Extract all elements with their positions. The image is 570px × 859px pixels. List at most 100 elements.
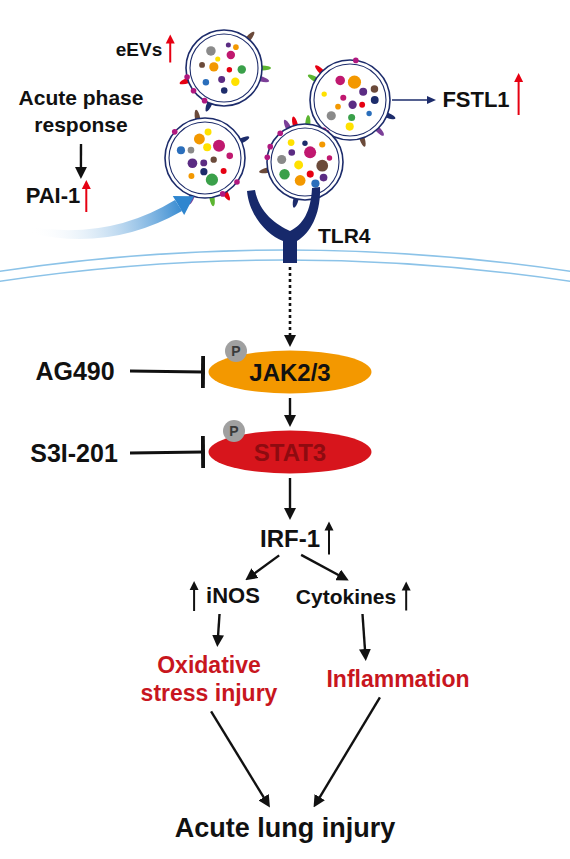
node-text: Inflammation bbox=[326, 665, 469, 693]
leader-arrow-head bbox=[427, 96, 436, 104]
cargo-dot bbox=[188, 158, 198, 168]
vesicle-label: eEVs bbox=[114, 36, 164, 62]
cargo-dot bbox=[203, 79, 209, 85]
node-text: eEVs bbox=[116, 38, 162, 61]
vesicle-membrane bbox=[190, 34, 258, 102]
cargo-dot bbox=[238, 65, 246, 73]
cargo-dot bbox=[335, 76, 345, 86]
cargo-dot bbox=[233, 44, 239, 50]
cargo-dot bbox=[231, 78, 239, 86]
vesicle-membrane bbox=[314, 64, 386, 136]
surface-dot bbox=[277, 130, 283, 136]
cargo-dot bbox=[302, 141, 307, 146]
inhibition-connector bbox=[130, 370, 203, 374]
receptor: TLR4 bbox=[245, 185, 380, 263]
cargo-dot bbox=[307, 171, 314, 178]
increase-arrow-shaft bbox=[85, 187, 87, 212]
node-text: S3I-201 bbox=[30, 438, 118, 468]
circle-fill bbox=[225, 340, 247, 362]
node-text: Acute phase response bbox=[5, 84, 157, 138]
arrow-connector bbox=[317, 697, 380, 802]
vesicle bbox=[259, 115, 343, 208]
arrow-connector bbox=[218, 614, 220, 641]
cargo-dot bbox=[335, 104, 341, 110]
cargo-dot bbox=[319, 141, 325, 147]
arrow-connector bbox=[301, 555, 343, 578]
cargo-dot bbox=[177, 146, 185, 154]
surface-dot bbox=[267, 144, 273, 150]
node-text: AG490 bbox=[35, 356, 114, 386]
cargo-dot bbox=[188, 173, 194, 179]
factor-label: IRF-1 bbox=[252, 523, 328, 553]
cargo-dot bbox=[209, 62, 218, 71]
cargo-dot bbox=[226, 42, 231, 47]
vesicle-membrane bbox=[169, 122, 241, 194]
increase-arrow bbox=[325, 522, 334, 555]
cargo-dot bbox=[327, 155, 332, 160]
arrow-connector bbox=[289, 267, 292, 341]
cargo-dot bbox=[346, 123, 354, 131]
outcome-label: Inflammation bbox=[318, 664, 478, 694]
vesicle-membrane bbox=[165, 118, 245, 198]
cargo-dot bbox=[188, 147, 195, 154]
surface-dot bbox=[220, 191, 226, 197]
transcription-factor-ellipse: STAT3P bbox=[208, 430, 372, 474]
enzyme-label: iNOS bbox=[200, 582, 266, 610]
cargo-dot bbox=[311, 180, 319, 188]
release-arrow-head bbox=[173, 196, 194, 215]
cargo-dot bbox=[304, 146, 316, 158]
increase-arrow-shaft bbox=[328, 529, 330, 555]
arrow-connector bbox=[362, 614, 365, 655]
increase-arrow-head bbox=[514, 73, 523, 82]
cargo-dot bbox=[294, 161, 303, 170]
cargo-dot bbox=[200, 159, 207, 166]
cargo-dot bbox=[359, 102, 365, 108]
surface-dot bbox=[184, 74, 190, 80]
cargo-dot bbox=[206, 174, 218, 186]
cargo-dot bbox=[320, 174, 328, 182]
outcome-title: Acute lung injury bbox=[150, 810, 420, 846]
cargo-dot bbox=[221, 168, 227, 174]
cargo-dot bbox=[200, 168, 207, 175]
cargo-dot bbox=[205, 128, 212, 135]
increase-arrow-head bbox=[325, 522, 334, 531]
leader-arrow bbox=[392, 99, 428, 101]
increase-arrow bbox=[82, 180, 91, 212]
surface-dot bbox=[234, 179, 240, 185]
arrow-connector bbox=[211, 711, 267, 802]
inhibitor-label: S3I-201 bbox=[22, 438, 126, 468]
cargo-dot bbox=[348, 114, 355, 121]
circle-fill bbox=[223, 420, 245, 442]
cargo-dot bbox=[227, 67, 232, 72]
vesicle-membrane bbox=[186, 30, 262, 106]
cargo-dot bbox=[316, 160, 328, 172]
node-text: IRF-1 bbox=[260, 524, 320, 553]
cargo-dot bbox=[227, 51, 235, 59]
node-text: P bbox=[231, 343, 240, 360]
outcome-label: Oxidative stress injury bbox=[128, 650, 290, 708]
vesicle bbox=[179, 30, 271, 112]
increase-arrow bbox=[166, 35, 175, 63]
node-text: Oxidative stress injury bbox=[128, 651, 290, 707]
cargo-dot bbox=[371, 85, 378, 92]
surface-dot bbox=[353, 58, 359, 64]
cargo-dot bbox=[340, 95, 346, 101]
vesicle-membrane bbox=[267, 124, 343, 200]
node-text: P bbox=[229, 423, 238, 440]
cargo-dot bbox=[194, 134, 205, 145]
cargo-dot bbox=[221, 87, 228, 94]
arrow-connector bbox=[289, 398, 291, 421]
process-label: Acute phase response bbox=[5, 82, 157, 140]
cargo-dot bbox=[288, 139, 295, 146]
node-text: JAK2/3 bbox=[249, 358, 330, 387]
cargo-dot bbox=[213, 140, 225, 152]
surface-dot bbox=[191, 88, 197, 94]
cytokine-label: Cytokines bbox=[292, 582, 400, 610]
increase-arrow-head bbox=[166, 35, 175, 44]
increase-arrow-head bbox=[82, 180, 91, 189]
vesicle bbox=[165, 109, 250, 206]
cargo-dot bbox=[295, 175, 306, 186]
vesicle-membrane bbox=[271, 128, 339, 196]
cargo-dot bbox=[366, 111, 371, 116]
